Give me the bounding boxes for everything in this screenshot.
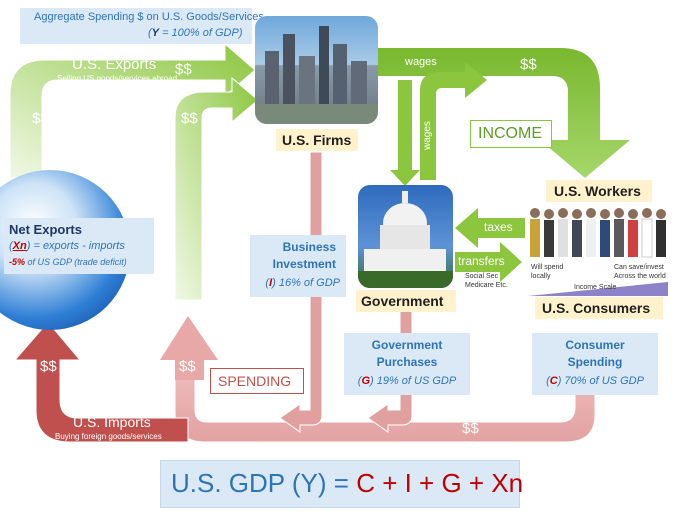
- investment-flow-arrow: [174, 76, 259, 301]
- dollar-label-spending-loop: $$: [462, 420, 479, 437]
- consumer-spending-share: (C) 70% of US GDP: [546, 375, 644, 387]
- consumers-label: U.S. Consumers: [542, 300, 651, 316]
- workers-label: U.S. Workers: [554, 183, 641, 199]
- net-exports-share-rest: of US GDP (trade deficit): [25, 257, 127, 267]
- gdp-equation-box: U.S. GDP (Y) = C + I + G + Xn: [160, 460, 523, 508]
- consumer-spending-box: Consumer Spending (C) 70% of US GDP: [532, 333, 658, 395]
- wages-arrow: [378, 48, 630, 178]
- business-investment-var: I: [269, 277, 273, 289]
- gdp-equation-rhs: C + I + G + Xn: [356, 468, 524, 498]
- spending-label: SPENDING: [218, 373, 292, 389]
- government-label-box: Government: [356, 290, 456, 312]
- wages-vertical-label: wages: [422, 121, 433, 150]
- net-exports-share-pct: -5%: [9, 257, 26, 267]
- net-exports-var: Xn: [12, 240, 27, 252]
- net-exports-share: -5% of US GDP (trade deficit): [9, 257, 127, 267]
- business-investment-box: Business Investment (I) 16% of GDP: [250, 235, 346, 297]
- aggregate-formula: (Y = 100% of GDP): [148, 27, 243, 39]
- workers-will-spend: Will spend locally: [531, 264, 564, 280]
- taxes-arrow: [455, 208, 525, 248]
- business-investment-title-1: Business: [282, 240, 336, 254]
- business-investment-share-value: 16% of GDP: [275, 277, 340, 289]
- dollar-label-left: $$: [32, 110, 49, 127]
- workers-image: [527, 205, 675, 263]
- capitol-icon: [358, 191, 453, 288]
- income-box: INCOME: [470, 120, 552, 148]
- exports-arrow: [9, 42, 256, 179]
- government-purchases-title-2: Purchases: [376, 355, 438, 369]
- transfers-label: transfers: [458, 254, 505, 268]
- aggregate-formula-var: Y: [151, 27, 160, 39]
- imports-arrow: [13, 321, 189, 443]
- dollar-label-investment-up: $$: [181, 110, 198, 127]
- imports-title: U.S. Imports: [73, 414, 151, 430]
- exports-subtitle: Selling US goods/services abroad: [57, 74, 178, 83]
- net-exports-title: Net Exports: [9, 222, 82, 237]
- dollar-label-imports: $$: [40, 358, 57, 375]
- transfers-note: Social Sec Medicare Etc.: [465, 273, 508, 289]
- imports-subtitle: Buying foreign goods/services: [55, 432, 162, 441]
- gov-wages-down-arrow: [390, 80, 420, 186]
- consumer-spending-var: C: [549, 375, 558, 387]
- taxes-vertical-label: taxes: [383, 122, 394, 146]
- net-exports-box: Net Exports (Xn) = exports - imports -5%…: [4, 218, 154, 274]
- consumer-spending-share-value: 70% of US GDP: [561, 375, 644, 387]
- government-purchases-var: G: [361, 375, 370, 387]
- government-capitol-image: [358, 185, 453, 288]
- consumers-label-box: U.S. Consumers: [535, 297, 663, 319]
- net-exports-formula-rest: = exports - imports: [30, 240, 125, 252]
- income-scale-label: Income Scale: [574, 284, 617, 291]
- income-scale-wedge: [528, 282, 668, 296]
- gov-wages-up-arrow: [420, 62, 487, 180]
- gdp-equation-lhs: U.S. GDP (Y) =: [171, 468, 357, 498]
- spending-box: SPENDING: [210, 368, 304, 394]
- government-purchases-title-1: Government: [371, 338, 443, 352]
- investment-pipe: [279, 151, 323, 433]
- exports-title: U.S. Exports: [72, 56, 157, 73]
- skyline-icon: [255, 26, 378, 124]
- transfers-arrow: [455, 242, 522, 282]
- aggregate-spending-box: Aggregate Spending $ on U.S. Goods/Servi…: [20, 8, 264, 44]
- government-purchases-share-value: 19% of US GDP: [373, 375, 457, 387]
- aggregate-formula-rest: = 100% of GDP: [159, 27, 239, 39]
- workers-people-icon: [530, 208, 666, 258]
- taxes-label: taxes: [484, 220, 513, 234]
- consumer-spending-title-1: Consumer: [565, 338, 625, 352]
- aggregate-spending-title: Aggregate Spending $ on U.S. Goods/Servi…: [34, 11, 264, 23]
- dollar-label-spending-up: $$: [179, 358, 196, 375]
- firms-city-image: [255, 16, 378, 124]
- spending-up-arrowhead: [160, 316, 218, 380]
- workers-label-box: U.S. Workers: [546, 180, 652, 202]
- government-purchases-box: Government Purchases (G) 19% of US GDP: [344, 333, 470, 395]
- firms-label-box: U.S. Firms: [276, 129, 358, 151]
- dollar-label-wages: $$: [520, 56, 537, 73]
- net-exports-formula: (Xn) = exports - imports: [9, 240, 125, 252]
- gdp-equation: U.S. GDP (Y) = C + I + G + Xn: [171, 468, 523, 499]
- government-purchases-share: (G) 19% of US GDP: [357, 375, 457, 387]
- consumer-spending-title-2: Spending: [567, 355, 623, 369]
- wages-label: wages: [405, 56, 437, 68]
- income-label: INCOME: [478, 125, 542, 142]
- business-investment-share: (I) 16% of GDP: [265, 277, 340, 289]
- firms-label: U.S. Firms: [282, 132, 352, 148]
- business-investment-title-2: Investment: [272, 257, 336, 271]
- government-label: Government: [361, 293, 444, 309]
- dollar-label-exports: $$: [175, 61, 192, 78]
- workers-save-invest: Can save/invest Across the world: [614, 264, 666, 280]
